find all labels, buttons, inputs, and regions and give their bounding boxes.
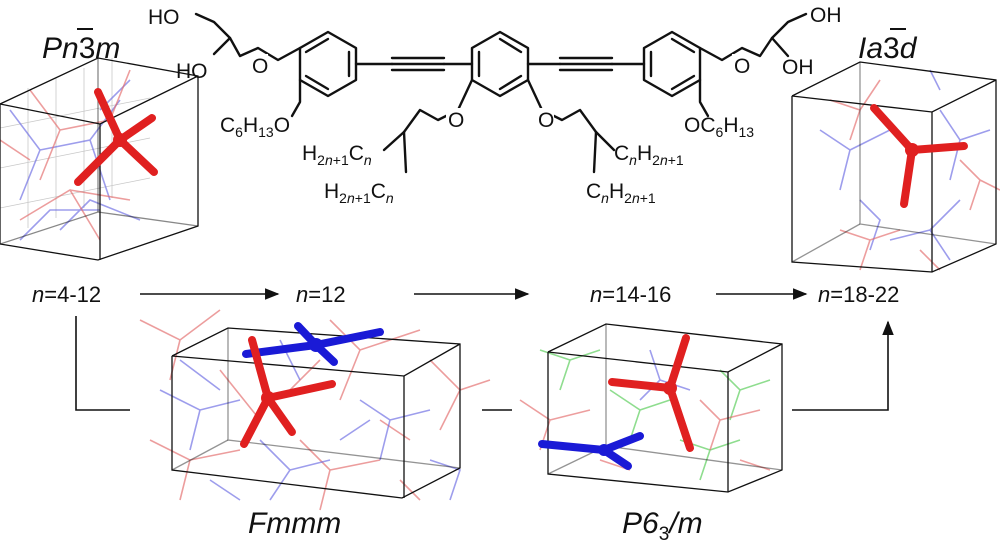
alkyl-left-bottom: H2n+1Cn (324, 180, 394, 206)
right-glycerol-chain (698, 12, 808, 62)
central-phenyl-ring (470, 30, 530, 98)
core-right-alkoxy (526, 78, 598, 134)
atom-o-right-chain: O (734, 55, 750, 78)
p63m-tail: /m (667, 507, 702, 540)
pn3m-node-rods (74, 88, 158, 186)
hydroxyl-right: OH (782, 56, 814, 79)
condition-n-14-16: n=14-16 (590, 282, 671, 307)
phase-label-fmmm: Fmmm (248, 507, 341, 540)
p63m-red-node-rods (608, 334, 694, 452)
phase-label-p63m: P63/m (622, 507, 703, 540)
left-hexyloxy-bond (290, 78, 302, 118)
ia3d-tail: d (900, 32, 918, 65)
arrow-up (792, 320, 894, 411)
molecule-structure: O O HO HO OH OH O O C6H13O OC6H13 H2n+1C… (148, 4, 842, 206)
svg-text:Pn3m: Pn3m (42, 32, 120, 65)
atom-o-core-left: O (448, 109, 464, 132)
ia3d-node-rods (870, 104, 968, 208)
condition-n-4-12: n=4-12 (32, 282, 101, 307)
left-glycerol-chain (194, 12, 302, 62)
svg-text:Ia3d: Ia3d (858, 32, 918, 65)
fmmm-blue-node-rods (242, 322, 384, 366)
right-alkyne (526, 56, 646, 72)
structure-p63m-box (519, 323, 783, 493)
p63m-subscript: 3 (659, 524, 670, 540)
hexyloxy-right: OC6H13 (684, 114, 754, 140)
condition-n-12: n=12 (296, 282, 346, 307)
atom-o-left-chain: O (252, 55, 268, 78)
phase-label-ia3d: Ia3d (858, 28, 918, 65)
p63m-blue-node-rods (538, 432, 644, 470)
alkyl-right-bottom: CnH2n+1 (586, 180, 656, 206)
core-left-alkoxy (402, 78, 474, 134)
left-alkyne (354, 56, 474, 72)
right-phenyl-ring (642, 30, 702, 98)
structure-ia3d-cube (791, 61, 1000, 273)
hydroxyl-left: HO (176, 60, 208, 83)
atom-o-core-right: O (538, 109, 554, 132)
pn3m-bar-digit: 3 (79, 32, 96, 65)
fmmm-red-node-rods (240, 336, 336, 448)
structure-pn3m-cube (0, 57, 199, 261)
condition-n-18-22: n=18-22 (818, 282, 899, 307)
p63m-letters: P6 (622, 507, 659, 540)
transition-arrows (75, 288, 894, 411)
phase-label-pn3m: Pn3m (42, 28, 120, 65)
hydroxyl-top-left: HO (148, 6, 180, 29)
alkyl-left-top: H2n+1Cn (302, 142, 372, 168)
left-phenyl-ring (298, 30, 358, 98)
hydroxyl-top-right: OH (810, 4, 842, 27)
structure-fmmm-box (139, 309, 491, 511)
ia3d-letters: Ia (858, 32, 883, 65)
alkyl-right-top: CnH2n+1 (614, 142, 684, 168)
pn3m-letters: Pn (42, 32, 79, 65)
connector-left (75, 316, 130, 411)
hexyloxy-left: C6H13O (220, 114, 290, 140)
ia3d-bar-digit: 3 (883, 32, 900, 65)
right-hexyloxy-bond (698, 78, 710, 118)
